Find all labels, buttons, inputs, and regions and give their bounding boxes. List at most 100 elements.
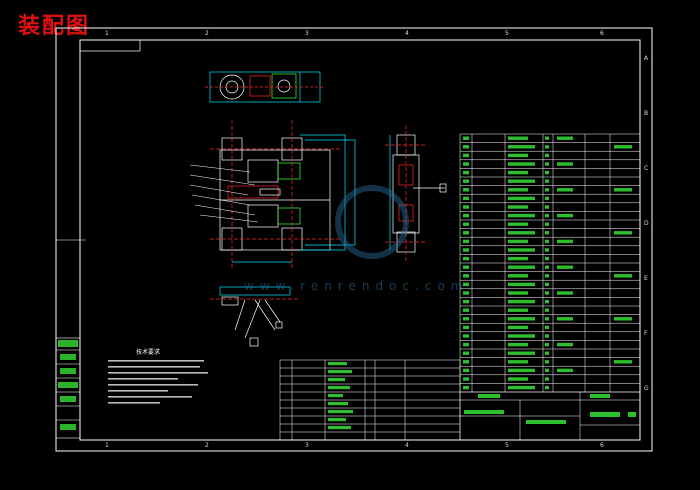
bom-cell bbox=[463, 385, 469, 390]
zone-marker: 5 bbox=[505, 30, 509, 37]
bom-cell bbox=[463, 231, 469, 235]
bom-cell bbox=[545, 317, 549, 321]
bom-cell bbox=[545, 239, 549, 244]
bom-cell bbox=[463, 153, 469, 158]
bom-cell bbox=[508, 368, 535, 373]
bom-cell bbox=[557, 162, 573, 166]
zone-marker: 1 bbox=[105, 30, 109, 37]
bom-cell bbox=[545, 385, 549, 390]
tech-requirements-title: 技术要求 bbox=[136, 348, 160, 356]
bom-cell bbox=[508, 153, 528, 158]
lower-table-cell bbox=[328, 386, 350, 390]
left-binding-strip bbox=[55, 239, 86, 439]
zone-marker: F bbox=[644, 330, 648, 337]
bom-cell bbox=[463, 308, 469, 312]
bom-cell bbox=[557, 213, 573, 218]
bom-cell bbox=[508, 265, 535, 269]
bom-cell bbox=[508, 213, 535, 218]
zone-marker: G bbox=[644, 385, 649, 392]
zone-marker: C bbox=[644, 165, 648, 172]
zone-marker: B bbox=[644, 110, 648, 117]
zone-marker: 3 bbox=[305, 442, 309, 449]
bom-cell bbox=[463, 145, 469, 149]
zone-marker: 2 bbox=[205, 442, 209, 449]
bom-cell bbox=[463, 239, 469, 244]
bom-cell bbox=[545, 162, 549, 166]
bom-cell bbox=[508, 377, 528, 381]
bom-cell bbox=[545, 196, 549, 201]
bom-cell bbox=[545, 205, 549, 209]
bom-cell bbox=[508, 360, 528, 364]
bom-cell bbox=[508, 385, 535, 390]
bom-cell bbox=[545, 282, 549, 287]
bom-cell bbox=[545, 153, 549, 158]
bom-cell bbox=[463, 213, 469, 218]
bom-cell bbox=[508, 239, 528, 244]
bom-cell bbox=[557, 188, 573, 192]
main-front-view bbox=[189, 120, 356, 270]
bom-cell bbox=[557, 239, 573, 244]
bom-cell bbox=[463, 351, 469, 355]
bom-cell bbox=[463, 274, 469, 278]
bom-cell bbox=[463, 282, 469, 287]
bom-cell bbox=[545, 334, 549, 338]
lower-table-cell bbox=[328, 394, 343, 398]
zone-marker: 5 bbox=[505, 442, 509, 449]
bom-cell bbox=[614, 231, 632, 235]
bom-cell bbox=[463, 334, 469, 338]
bom-cell bbox=[508, 299, 535, 304]
bom-cell bbox=[463, 377, 469, 381]
bom-cell bbox=[508, 351, 535, 355]
bom-cell bbox=[508, 231, 535, 235]
bom-cell bbox=[463, 179, 469, 183]
bom-cell bbox=[508, 222, 528, 226]
bom-cell bbox=[508, 205, 528, 209]
side-view-drawing bbox=[385, 125, 447, 262]
bom-cell bbox=[508, 282, 535, 287]
bom-cell bbox=[545, 231, 549, 235]
bom-cell bbox=[614, 274, 632, 278]
bom-cell bbox=[463, 136, 469, 140]
bom-cell bbox=[508, 162, 535, 166]
bom-cell bbox=[545, 248, 549, 252]
bom-cell bbox=[545, 342, 549, 347]
bom-cell bbox=[508, 196, 535, 201]
title-block-fills bbox=[464, 394, 636, 424]
bom-cell bbox=[508, 256, 528, 261]
bom-cell bbox=[545, 291, 549, 295]
bill-of-materials-table bbox=[459, 133, 641, 393]
page-title: 装配图 bbox=[18, 13, 91, 39]
bom-cell bbox=[545, 265, 549, 269]
bom-cell bbox=[463, 299, 469, 304]
bom-cell bbox=[614, 317, 632, 321]
bom-cell bbox=[545, 325, 549, 330]
lower-table-cell bbox=[328, 410, 353, 414]
zone-marker: 6 bbox=[600, 30, 604, 37]
bom-cell bbox=[545, 377, 549, 381]
zone-marker: 4 bbox=[405, 442, 409, 449]
watermark: www.renrendoc.com bbox=[244, 185, 462, 293]
bom-cell bbox=[545, 145, 549, 149]
bom-cell bbox=[545, 170, 549, 175]
lower-table-cell bbox=[328, 426, 351, 430]
arm-view-drawing bbox=[210, 286, 300, 347]
bom-cell bbox=[545, 274, 549, 278]
bom-cell bbox=[463, 317, 469, 321]
outer-frame bbox=[55, 27, 653, 452]
bom-cell bbox=[463, 256, 469, 261]
bom-cell bbox=[463, 265, 469, 269]
bom-cell bbox=[557, 265, 573, 269]
left-strip-labels bbox=[58, 340, 78, 430]
bom-cell bbox=[545, 179, 549, 183]
zone-marker: D bbox=[644, 220, 649, 227]
lower-table-cell bbox=[328, 362, 347, 366]
zone-marker: 6 bbox=[600, 442, 604, 449]
zone-marker: 2 bbox=[205, 30, 209, 37]
bom-cell bbox=[508, 342, 528, 347]
bom-cell bbox=[614, 188, 632, 192]
bom-cell bbox=[545, 368, 549, 373]
bom-cell bbox=[463, 222, 469, 226]
bom-cell bbox=[614, 145, 632, 149]
